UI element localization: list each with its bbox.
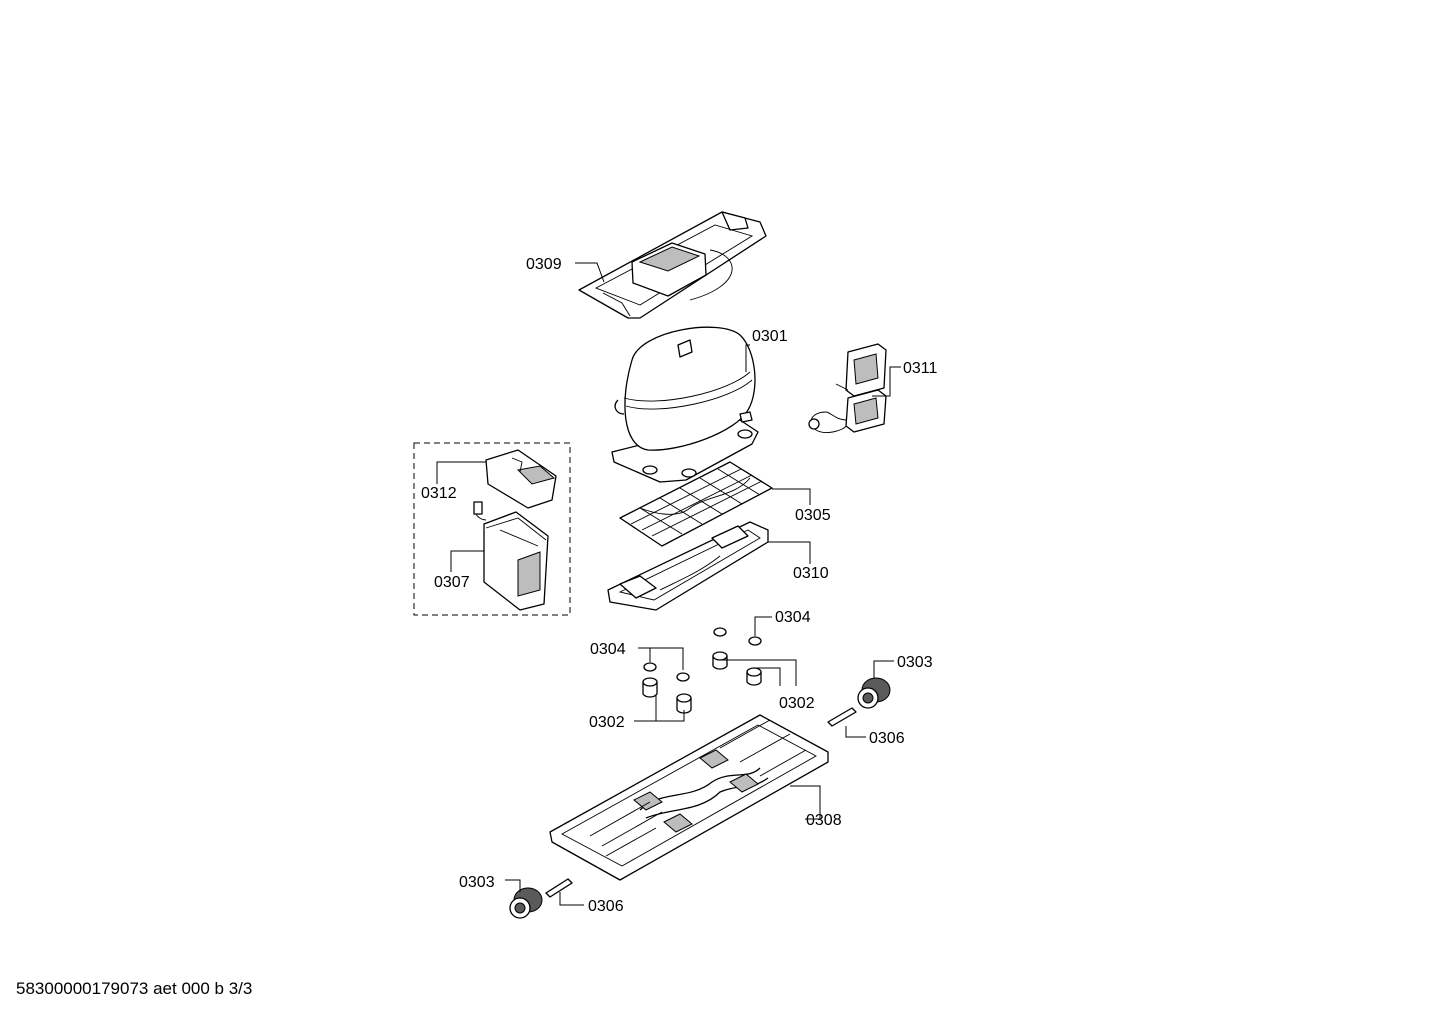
label-0304-right: 0304 <box>775 609 811 626</box>
label-0303-left: 0303 <box>459 874 495 891</box>
label-0307: 0307 <box>434 574 470 591</box>
label-0302-right: 0302 <box>779 695 815 712</box>
label-0301: 0301 <box>752 328 788 345</box>
part-0305-grid-mat <box>619 461 773 547</box>
part-0310-base-tray <box>607 521 769 611</box>
part-0303-rollers <box>509 677 891 919</box>
label-0310: 0310 <box>793 565 829 582</box>
label-0312: 0312 <box>421 485 457 502</box>
part-0301-compressor <box>611 326 759 483</box>
label-0311: 0311 <box>903 360 938 377</box>
leader-lines <box>436 262 901 906</box>
part-0311-relay <box>808 343 887 433</box>
label-0304-left: 0304 <box>590 641 626 658</box>
part-0309-cover-tray <box>578 211 767 319</box>
document-reference-footer: 58300000179073 aet 000 b 3/3 <box>16 979 253 998</box>
electronics-group-outline <box>413 442 571 616</box>
label-0308: 0308 <box>806 812 842 829</box>
part-0312-electronics-cover <box>485 449 557 509</box>
label-0305: 0305 <box>795 507 831 524</box>
part-0302-grommets <box>642 651 762 714</box>
label-0302-left: 0302 <box>589 714 625 731</box>
part-0304-washers <box>643 627 762 682</box>
part-0306-axles <box>545 707 857 898</box>
label-0309: 0309 <box>526 256 562 273</box>
label-0303-right: 0303 <box>897 654 933 671</box>
label-0306-left: 0306 <box>588 898 624 915</box>
part-0308-base-plate <box>549 714 829 881</box>
part-0307-electronics-module <box>473 501 549 611</box>
label-0306-right: 0306 <box>869 730 905 747</box>
